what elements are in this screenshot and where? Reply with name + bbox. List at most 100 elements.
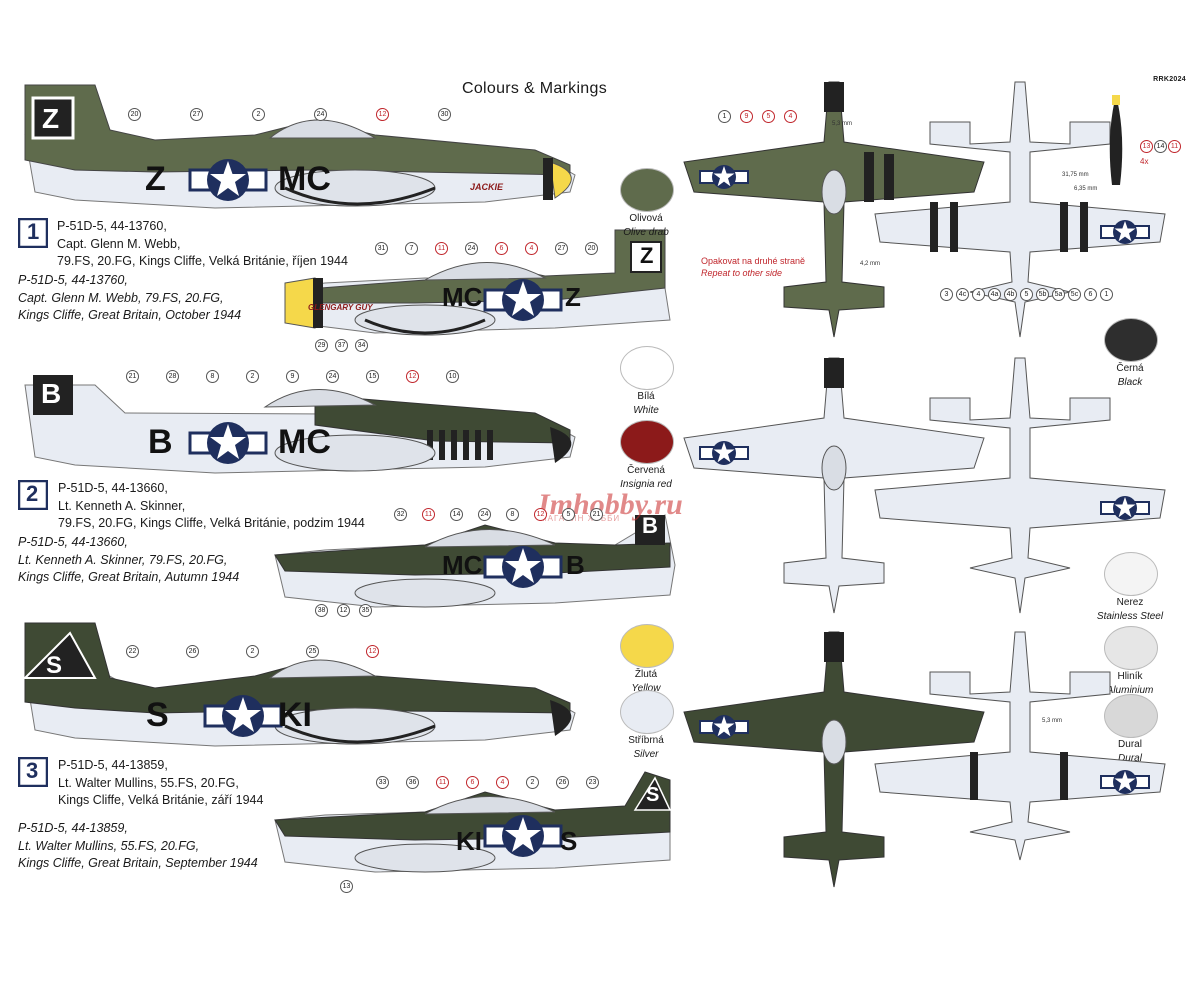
top-view-upper-scheme-1: [683, 81, 985, 338]
nose-art-1b: GLENGARY GUY: [308, 303, 373, 312]
callout-number: 12: [406, 370, 419, 383]
scheme-3-side-view-right: [274, 771, 672, 873]
callout-number: 28: [166, 370, 179, 383]
caption-line: Kings Cliffe, Great Britain, September 1…: [18, 856, 258, 870]
scheme-number-2: 2: [26, 481, 39, 506]
callout-number: 10: [446, 370, 459, 383]
scheme-3-right-code: KI: [278, 696, 312, 734]
bottom-view-upper-scheme-2: [874, 357, 1166, 614]
callout-number: 21: [126, 370, 139, 383]
callout-number: 26: [556, 776, 569, 789]
callout-number: 35: [359, 604, 372, 617]
callout-number: 32: [394, 508, 407, 521]
scheme-2-side-view-left: [24, 375, 576, 474]
callout-number: 5c: [1068, 288, 1081, 301]
nose-art-1: JACKIE: [470, 182, 504, 192]
caption-line: Capt. Glenn M. Webb,: [57, 236, 181, 251]
color-swatch: [620, 690, 674, 734]
caption-line: P-51D-5, 44-13859,: [18, 821, 128, 835]
color-swatch: [620, 624, 674, 668]
caption-line: Lt. Walter Mullins, 55.FS, 20.FG,: [18, 838, 200, 853]
callout-number: 4c: [956, 288, 969, 301]
callout-number: 12: [337, 604, 350, 617]
scheme-3-b-left-code: KI: [456, 826, 482, 856]
callout-number: 12: [366, 645, 379, 658]
callout-number: 24: [326, 370, 339, 383]
scheme-1-caption: P-51D-5, 44-13760, Capt. Glenn M. Webb, …: [57, 218, 348, 271]
swatch-name-cz: Bílá: [637, 391, 655, 402]
callout-number: 11: [422, 508, 435, 521]
callout-number: 33: [376, 776, 389, 789]
swatch-name-en: Silver: [633, 749, 659, 760]
callout-number: 3: [940, 288, 953, 301]
callout-number: 5: [562, 508, 575, 521]
callout-number: 2: [526, 776, 539, 789]
dimension-label: 31,75 mm: [1062, 172, 1089, 178]
scheme-number-3: 3: [26, 758, 39, 783]
callout-number: 27: [190, 108, 203, 121]
color-swatch: [1104, 318, 1158, 362]
callout-number: 2: [252, 108, 265, 121]
swatch-name-cz: Hliník: [1117, 671, 1143, 682]
callout-number: 24: [478, 508, 491, 521]
scheme-3-side-view-left: [22, 622, 576, 747]
callout-number: 2: [246, 645, 259, 658]
scheme-1-left-code: Z: [145, 160, 166, 198]
dimension-label: 5,3 mm: [1042, 718, 1063, 724]
scheme-3-left-code: S: [146, 696, 169, 734]
swatch-name-cz: Olivová: [629, 213, 663, 224]
scheme-number-1-badge: [18, 218, 48, 248]
swatch-name-cz: Černá: [1116, 363, 1144, 374]
top-view-upper-scheme-3: [683, 631, 985, 888]
callout-number: 8: [506, 508, 519, 521]
color-swatch: [620, 346, 674, 390]
callout-number: 36: [406, 776, 419, 789]
scheme-1-right-code: MC: [278, 160, 331, 198]
callout-number: 4a: [988, 288, 1001, 301]
swatch-name-cz: Červená: [627, 465, 665, 476]
scheme-number-1: 1: [27, 219, 40, 244]
callout-number: 14: [1154, 140, 1167, 153]
callout-number: 5b: [1036, 288, 1049, 301]
swatch-name-en: Black: [1117, 377, 1143, 388]
scheme-3-b-right-code: S: [560, 826, 578, 856]
swatch-name-en: Yellow: [631, 683, 661, 694]
callout-number: 6: [495, 242, 508, 255]
callout-number: 37: [335, 339, 348, 352]
swatch-name-en: Dural: [1118, 753, 1142, 764]
caption-line: 79.FS, 20.FG, Kings Cliffe, Velká Britán…: [58, 516, 365, 530]
color-swatch: [620, 420, 674, 464]
callout-number: 6: [466, 776, 479, 789]
scheme-1-side-view-left: [24, 84, 576, 209]
reference-code: RRK2024: [1153, 76, 1186, 83]
repeat-note-cz: Opakovat na druhé straně: [701, 256, 806, 266]
dimension-label: 6,35 mm: [1074, 186, 1098, 192]
callout-number: 38: [315, 604, 328, 617]
callout-number: 6: [1084, 288, 1097, 301]
color-swatch: [620, 168, 674, 212]
callout-number: 24: [314, 108, 327, 121]
swatch-name-en: Insignia red: [620, 479, 672, 490]
callout-number: 7: [405, 242, 418, 255]
scheme-2-side-view-right: [274, 514, 676, 608]
repeat-note: Opakovat na druhé straně Repeat to other…: [701, 255, 805, 279]
callout-number: 4: [972, 288, 985, 301]
caption-line: Lt. Kenneth A. Skinner, 79.FS, 20.FG,: [18, 552, 228, 567]
callout-number: 20: [585, 242, 598, 255]
propeller-blade: [1109, 95, 1123, 185]
tail-letter-2: B: [41, 378, 62, 409]
callout-number: 4: [496, 776, 509, 789]
callout-number: 31: [375, 242, 388, 255]
watermark-sub: МАГАЗИН ХОББИ: [540, 514, 621, 523]
swatch-name-cz: Žlutá: [634, 669, 658, 680]
callout-number: 34: [355, 339, 368, 352]
callout-number: 5: [762, 110, 775, 123]
swatch-name-en: Olive drab: [623, 227, 669, 238]
callout-number: 11: [435, 242, 448, 255]
caption-line: 79.FS, 20.FG, Kings Cliffe, Velká Britán…: [57, 254, 348, 268]
swatch-name-en: Aluminium: [1106, 685, 1154, 696]
